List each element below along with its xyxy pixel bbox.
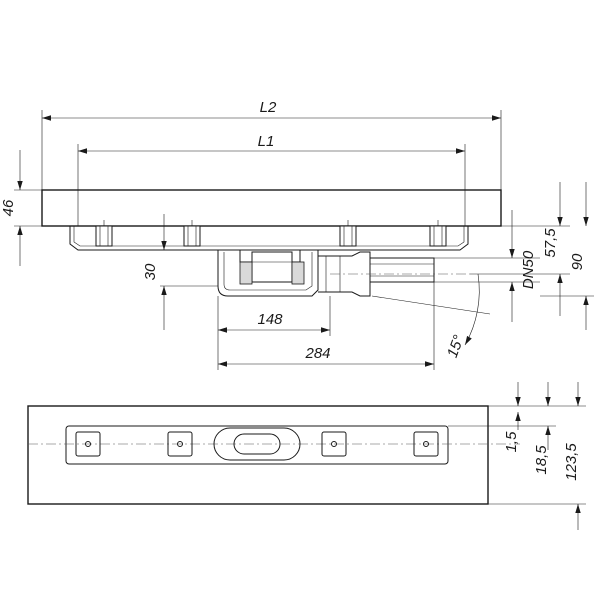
- dim-label-123-5: 123,5: [563, 443, 580, 481]
- dim-label-DN50: DN50: [520, 250, 537, 289]
- support-clip-2: [183, 220, 201, 247]
- dimension-angle-15: 15°: [444, 273, 480, 360]
- dimension-30: 30: [142, 214, 218, 330]
- dimension-148: 148: [217, 296, 331, 336]
- dimension-DN50: DN50: [434, 210, 540, 322]
- dimension-123-5: 123,5: [488, 382, 586, 530]
- channel-top-slab: [41, 189, 502, 227]
- channel-grate-slot: [65, 425, 449, 465]
- channel-outline-top: [27, 405, 489, 505]
- dim-label-18-5: 18,5: [533, 445, 550, 475]
- drain-outlet-oval: [213, 427, 301, 461]
- dim-label-284: 284: [304, 345, 330, 362]
- dim-label-57-5: 57,5: [542, 228, 559, 258]
- dimension-284: 284: [217, 282, 435, 370]
- support-clip-3: [339, 220, 357, 247]
- dim-label-L2: L2: [260, 99, 277, 116]
- dimension-L1: L1: [77, 133, 466, 190]
- support-clip-4: [429, 220, 447, 247]
- dim-label-30: 30: [142, 263, 159, 280]
- top-view: [27, 405, 520, 505]
- dimension-1-5: 1,5: [488, 382, 528, 452]
- fixing-hole-2: [167, 431, 193, 457]
- dim-label-46: 46: [0, 199, 17, 216]
- dimension-46: 46: [0, 150, 42, 266]
- fixing-hole-1: [75, 431, 101, 457]
- dimension-18-5: 18,5: [448, 382, 556, 475]
- support-clip-1: [95, 220, 113, 247]
- dim-label-148: 148: [257, 311, 283, 328]
- fixing-hole-4: [413, 431, 439, 457]
- dimension-90: 90: [540, 182, 594, 330]
- dimension-57-5: 57,5: [470, 182, 570, 316]
- dim-label-1-5: 1,5: [503, 431, 520, 453]
- side-view: [41, 189, 502, 315]
- dim-label-L1: L1: [258, 133, 275, 150]
- dim-label-angle: 15°: [444, 333, 468, 360]
- outlet-pipe: [318, 251, 435, 297]
- channel-body: [69, 226, 469, 251]
- dimension-L2: L2: [41, 99, 502, 190]
- fixing-hole-3: [321, 431, 347, 457]
- drain-siphon: [217, 249, 319, 297]
- dim-label-90: 90: [569, 253, 586, 270]
